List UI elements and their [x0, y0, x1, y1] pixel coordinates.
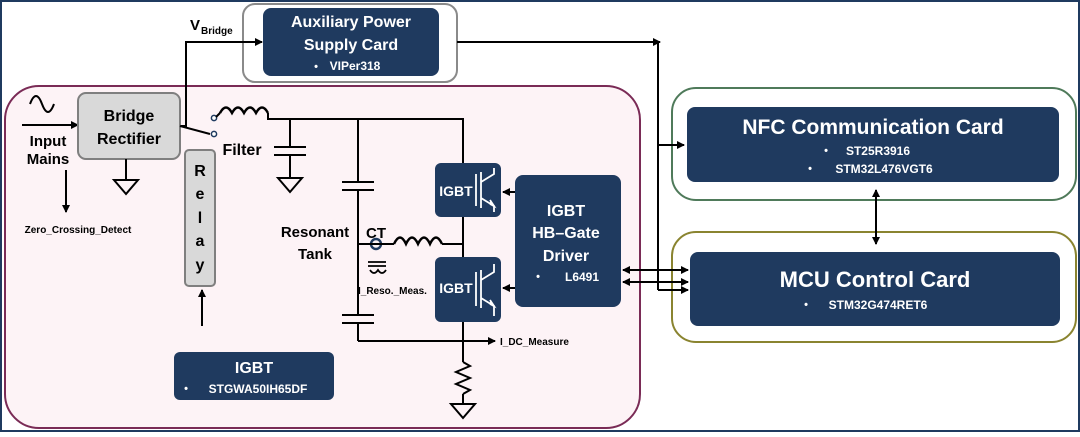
nfc-title: NFC Communication Card — [742, 116, 1003, 139]
bridge-label-1: Bridge — [104, 108, 155, 125]
igbt-symbol-icon — [475, 168, 497, 212]
dc-rail — [267, 113, 464, 163]
nfc-bullet-2: • — [808, 163, 812, 175]
igbt-bottom — [435, 257, 501, 322]
resonant-label-2: Tank — [298, 246, 333, 263]
i-dc-label: I_DC_Measure — [500, 337, 569, 348]
igbt-card-item: STGWA50IH65DF — [209, 382, 308, 396]
driver-item: L6491 — [565, 270, 599, 284]
igbt-symbol-icon — [475, 264, 497, 316]
resonant-inductor-icon — [392, 236, 444, 247]
nfc-item-2: STM32L476VGT6 — [835, 162, 933, 176]
input-label-2: Mains — [27, 151, 70, 168]
filter-label: Filter — [222, 142, 261, 159]
sine-wave-icon — [29, 95, 55, 113]
igbt-part-card — [174, 352, 334, 400]
v-bridge-label: V — [190, 17, 200, 34]
gate-driver — [515, 175, 621, 307]
inductor-icon — [218, 106, 270, 116]
resistor-icon — [453, 361, 473, 395]
nfc-card: NFC Communication Card • ST25R3916 • STM… — [671, 87, 1077, 201]
driver-bullet: • — [536, 271, 540, 283]
aux-power-card: Auxiliary Power Supply Card • VIPer318 — [242, 3, 458, 83]
driver-label-1: IGBT — [547, 203, 585, 220]
mcu-card: MCU Control Card • STM32G474RET6 — [671, 231, 1077, 343]
ground-icon — [448, 403, 478, 420]
relay-letter-r: R — [194, 163, 206, 180]
ground-icon — [111, 159, 141, 196]
igbt-top — [435, 163, 501, 217]
mcu-title: MCU Control Card — [780, 267, 971, 292]
relay-letter-e: e — [196, 186, 205, 203]
igbt-card-title: IGBT — [235, 360, 273, 377]
relay-letter-y: y — [196, 257, 205, 274]
aux-item: VIPer318 — [330, 59, 381, 73]
v-bridge-subscript: Bridge — [201, 26, 233, 37]
resonant-label-1: Resonant — [281, 224, 349, 241]
bridge-rectifier — [77, 92, 181, 160]
mcu-bullet: • — [804, 299, 808, 311]
zero-crossing-label: Zero_Crossing_Detect — [25, 225, 132, 236]
capacitor-icon — [274, 119, 306, 194]
ct-label: CT — [366, 225, 386, 242]
relay-letter-a: a — [196, 233, 205, 250]
i-reso-label: I_Reso._Meas. — [358, 286, 427, 297]
input-label-1: Input — [30, 133, 67, 150]
igbt-top-label: IGBT — [439, 183, 473, 199]
mcu-item: STM32G474RET6 — [829, 298, 928, 312]
igbt-bottom-label: IGBT — [439, 280, 473, 296]
switch-icon — [179, 112, 221, 138]
driver-label-2: HB–Gate — [532, 225, 600, 242]
nfc-item-1: ST25R3916 — [846, 144, 910, 158]
aux-title-line1: Auxiliary Power — [291, 14, 411, 31]
aux-title-line2: Supply Card — [304, 37, 398, 54]
bridge-label-2: Rectifier — [97, 131, 161, 148]
nfc-bullet-1: • — [824, 145, 828, 157]
relay-block — [184, 149, 216, 287]
igbt-card-bullet: • — [184, 383, 188, 395]
ct-sense-coil — [368, 261, 387, 274]
driver-label-3: Driver — [543, 248, 589, 265]
relay-letter-l: l — [198, 210, 202, 227]
aux-bullet: • — [314, 61, 318, 73]
